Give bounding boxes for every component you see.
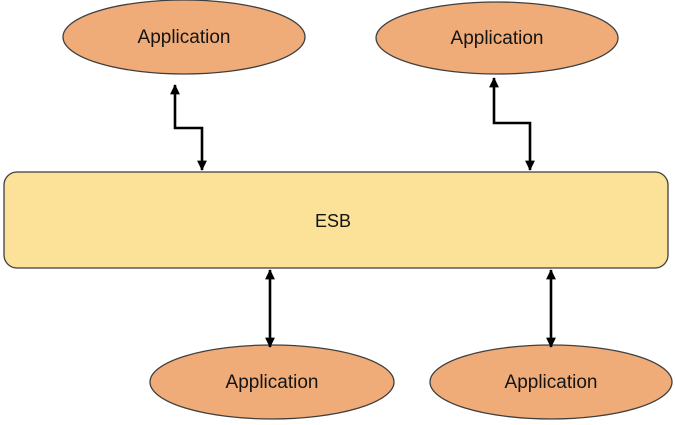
application-label-bottom-right: Application (505, 372, 598, 393)
application-label-top-left: Application (138, 27, 231, 48)
esb-bus-shape (3, 171, 669, 269)
application-node-bottom-right[interactable]: Application (429, 344, 673, 420)
application-node-bottom-left[interactable]: Application (149, 344, 395, 420)
application-label-top-right: Application (451, 28, 544, 49)
application-ellipse-top-left (62, 0, 306, 75)
application-node-top-right[interactable]: Application (375, 1, 619, 75)
connector-arrow-top-left[interactable] (170, 84, 207, 171)
esb-bus-label: ESB (315, 211, 351, 231)
application-ellipse-top-right (375, 1, 619, 75)
application-label-bottom-left: Application (226, 372, 319, 393)
connector-arrow-top-right[interactable] (489, 77, 535, 171)
application-node-top-left[interactable]: Application (62, 0, 306, 75)
esb-bus-node[interactable]: ESB (3, 171, 669, 269)
